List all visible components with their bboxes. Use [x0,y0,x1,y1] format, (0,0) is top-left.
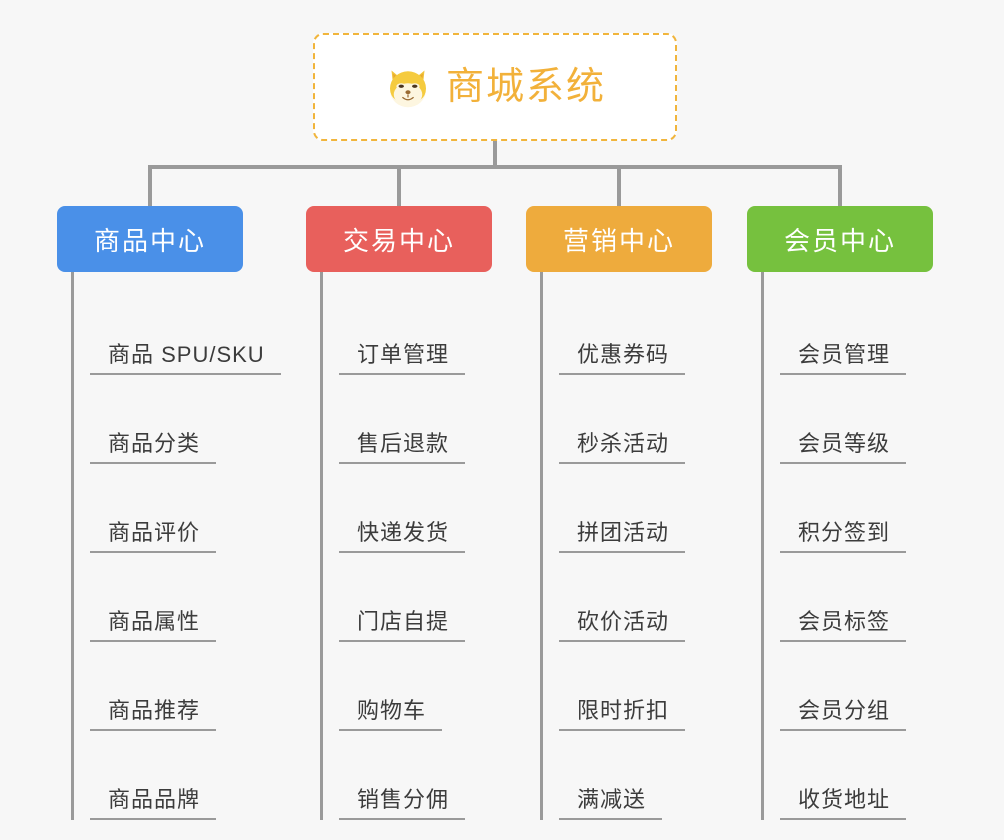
shiba-dog-face-icon [384,63,432,111]
connector-root-stem [493,141,497,168]
list-item[interactable]: 商品品牌 [90,731,287,820]
leaf-label: 商品 SPU/SKU [90,342,281,375]
leaf-label: 商品属性 [90,609,217,642]
list-item[interactable]: 门店自提 [339,553,521,642]
leaf-label: 积分签到 [780,520,907,553]
leaf-label: 商品评价 [90,520,217,553]
connector-drop-2 [397,165,401,207]
leaf-label: 砍价活动 [559,609,686,642]
list-item[interactable]: 优惠券码 [559,286,741,375]
list-item[interactable]: 商品评价 [90,464,287,553]
leaf-list-3: 优惠券码 秒杀活动 拼团活动 砍价活动 限时折扣 满减送 [540,272,741,820]
leaf-label: 秒杀活动 [559,431,686,464]
leaf-label: 收货地址 [780,787,907,820]
branch-header-2[interactable]: 交易中心 [306,206,492,272]
leaf-list-2: 订单管理 售后退款 快递发货 门店自提 购物车 销售分佣 [320,272,521,820]
list-item[interactable]: 会员分组 [780,642,962,731]
leaf-label: 门店自提 [339,609,466,642]
branch-header-label: 交易中心 [342,225,455,256]
list-item[interactable]: 商品分类 [90,375,287,464]
leaf-list-1: 商品 SPU/SKU 商品分类 商品评价 商品属性 商品推荐 商品品牌 [71,272,287,820]
list-item[interactable]: 快递发货 [339,464,521,553]
list-item[interactable]: 收货地址 [780,731,962,820]
connector-drop-4 [838,165,842,207]
branch-header-label: 营销中心 [562,225,675,256]
list-item[interactable]: 满减送 [559,731,741,820]
branch-header-3[interactable]: 营销中心 [526,206,712,272]
branch-column-1: 商品中心 商品 SPU/SKU 商品分类 商品评价 商品属性 商品推荐 商品品牌 [57,206,287,820]
list-item[interactable]: 会员标签 [780,553,962,642]
leaf-label: 拼团活动 [559,520,686,553]
list-item[interactable]: 限时折扣 [559,642,741,731]
list-item[interactable]: 商品 SPU/SKU [90,286,287,375]
list-item[interactable]: 商品推荐 [90,642,287,731]
leaf-label: 销售分佣 [339,787,466,820]
list-item[interactable]: 会员等级 [780,375,962,464]
leaf-label: 会员等级 [780,431,907,464]
leaf-label: 购物车 [339,698,443,731]
connector-drop-3 [617,165,621,207]
leaf-label: 商品推荐 [90,698,217,731]
leaf-label: 订单管理 [339,342,466,375]
branch-column-3: 营销中心 优惠券码 秒杀活动 拼团活动 砍价活动 限时折扣 满减送 [526,206,741,820]
list-item[interactable]: 拼团活动 [559,464,741,553]
leaf-label: 会员分组 [780,698,907,731]
branch-header-label: 会员中心 [783,225,896,256]
leaf-label: 优惠券码 [559,342,686,375]
branch-header-4[interactable]: 会员中心 [747,206,933,272]
leaf-label: 商品分类 [90,431,217,464]
branch-column-4: 会员中心 会员管理 会员等级 积分签到 会员标签 会员分组 收货地址 [747,206,962,820]
leaf-label: 售后退款 [339,431,466,464]
list-item[interactable]: 积分签到 [780,464,962,553]
list-item[interactable]: 商品属性 [90,553,287,642]
list-item[interactable]: 秒杀活动 [559,375,741,464]
leaf-label: 会员标签 [780,609,907,642]
leaf-label: 满减送 [559,787,663,820]
list-item[interactable]: 订单管理 [339,286,521,375]
list-item[interactable]: 会员管理 [780,286,962,375]
root-title: 商城系统 [445,66,606,108]
list-item[interactable]: 购物车 [339,642,521,731]
branch-header-label: 商品中心 [93,225,206,256]
branch-header-1[interactable]: 商品中心 [57,206,243,272]
leaf-label: 限时折扣 [559,698,686,731]
list-item[interactable]: 销售分佣 [339,731,521,820]
leaf-label: 商品品牌 [90,787,217,820]
connector-horizontal-bus [148,165,842,169]
root-node[interactable]: 商城系统 [313,33,677,141]
leaf-label: 会员管理 [780,342,907,375]
list-item[interactable]: 砍价活动 [559,553,741,642]
leaf-label: 快递发货 [339,520,466,553]
leaf-list-4: 会员管理 会员等级 积分签到 会员标签 会员分组 收货地址 [761,272,962,820]
list-item[interactable]: 售后退款 [339,375,521,464]
branch-column-2: 交易中心 订单管理 售后退款 快递发货 门店自提 购物车 销售分佣 [306,206,521,820]
connector-drop-1 [148,165,152,207]
